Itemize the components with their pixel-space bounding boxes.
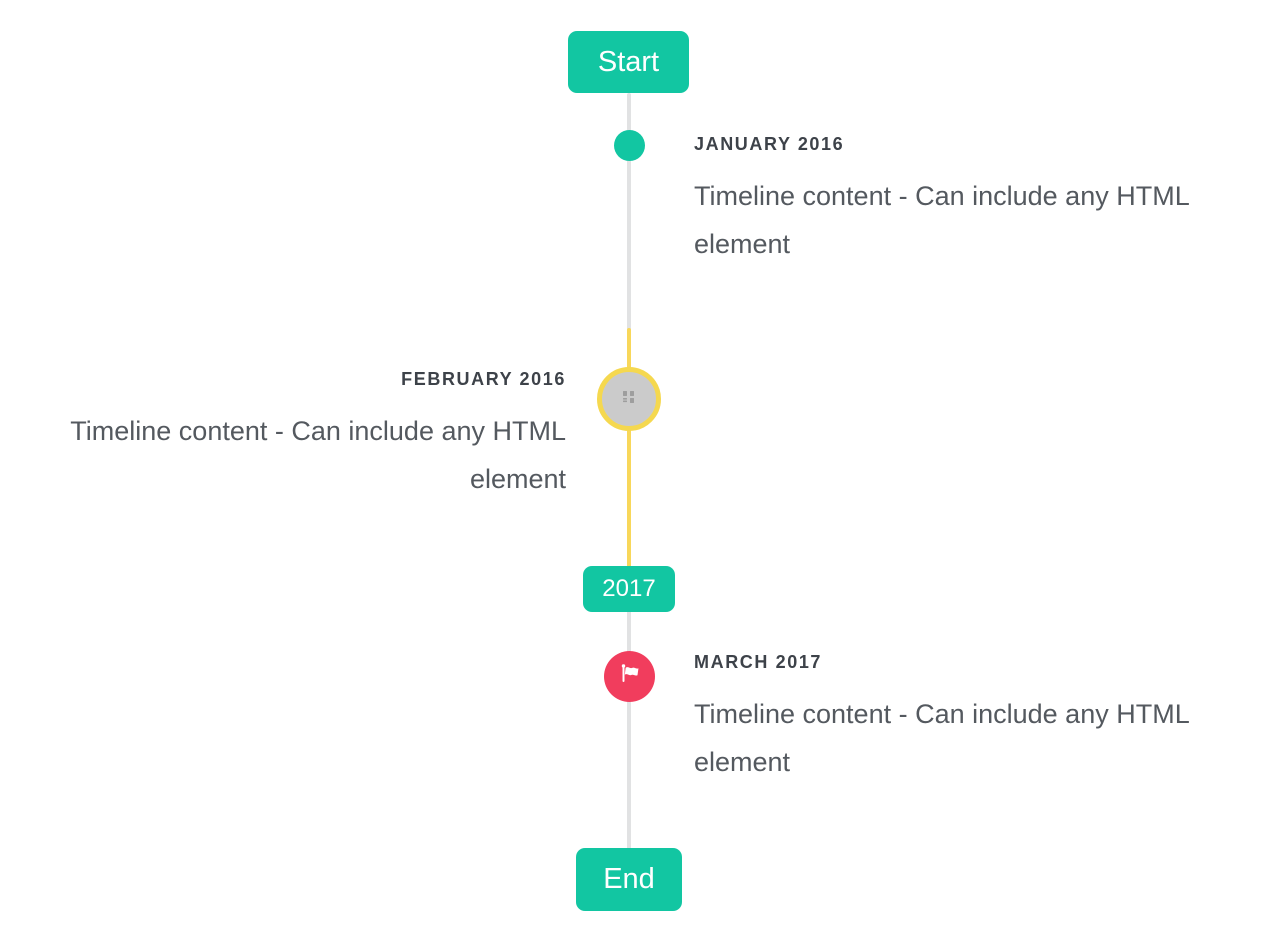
timeline-item-march: MARCH 2017 Timeline content - Can includ…: [694, 652, 1226, 786]
item-title: MARCH 2017: [694, 652, 823, 672]
item-title: JANUARY 2016: [694, 134, 845, 154]
timeline-item-january: JANUARY 2016 Timeline content - Can incl…: [694, 134, 1226, 268]
january-dot-marker: [614, 130, 645, 161]
item-content: Timeline content - Can include any HTML …: [694, 181, 1189, 259]
item-content: Timeline content - Can include any HTML …: [694, 699, 1189, 777]
february-image-marker: [597, 367, 661, 431]
start-badge[interactable]: Start: [568, 31, 689, 93]
item-content: Timeline content - Can include any HTML …: [70, 416, 566, 494]
item-title: FEBRUARY 2016: [401, 369, 566, 389]
broken-image-icon: [622, 389, 637, 409]
timeline-highlight-line: [627, 328, 631, 568]
march-flag-marker: [604, 651, 655, 702]
flag-icon: [617, 661, 643, 692]
timeline-item-february: FEBRUARY 2016 Timeline content - Can inc…: [40, 369, 566, 503]
year-2017-badge[interactable]: 2017: [583, 566, 675, 612]
end-badge[interactable]: End: [576, 848, 682, 911]
